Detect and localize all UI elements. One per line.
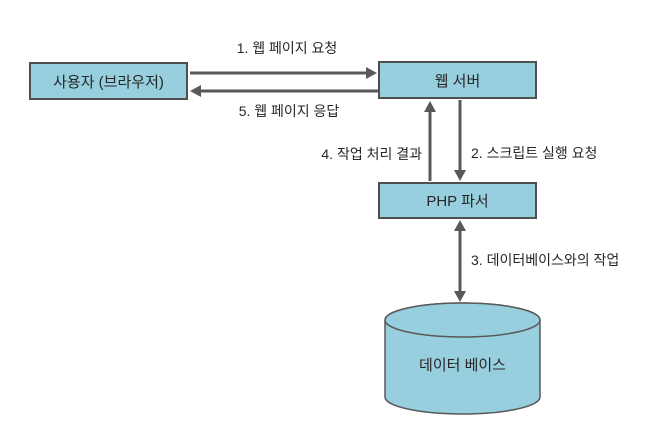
edge-label-request: 1. 웹 페이지 요청 <box>236 40 338 56</box>
node-database-label: 데이터 베이스 <box>419 357 506 374</box>
node-web-server: 웹 서버 <box>378 61 537 99</box>
node-php-parser: PHP 파서 <box>378 182 537 219</box>
node-user: 사용자 (브라우저) <box>29 62 188 100</box>
edge-label-db-work: 3. 데이터베이스와의 작업 <box>471 252 620 268</box>
edge-label-response: 5. 웹 페이지 응답 <box>238 103 340 119</box>
arrow-request <box>190 67 377 79</box>
arrow-result <box>424 101 436 181</box>
database-cylinder-icon <box>384 302 541 415</box>
node-web-server-label: 웹 서버 <box>434 72 481 90</box>
arrow-script-exec <box>454 100 466 181</box>
node-user-label: 사용자 (브라우저) <box>53 73 164 91</box>
arrow-db-work <box>454 220 466 302</box>
node-database: 데이터 베이스 <box>384 302 541 415</box>
edge-label-script-exec: 2. 스크립트 실행 요청 <box>471 145 598 161</box>
node-php-parser-label: PHP 파서 <box>426 193 489 210</box>
edge-label-result: 4. 작업 처리 결과 <box>321 146 422 162</box>
